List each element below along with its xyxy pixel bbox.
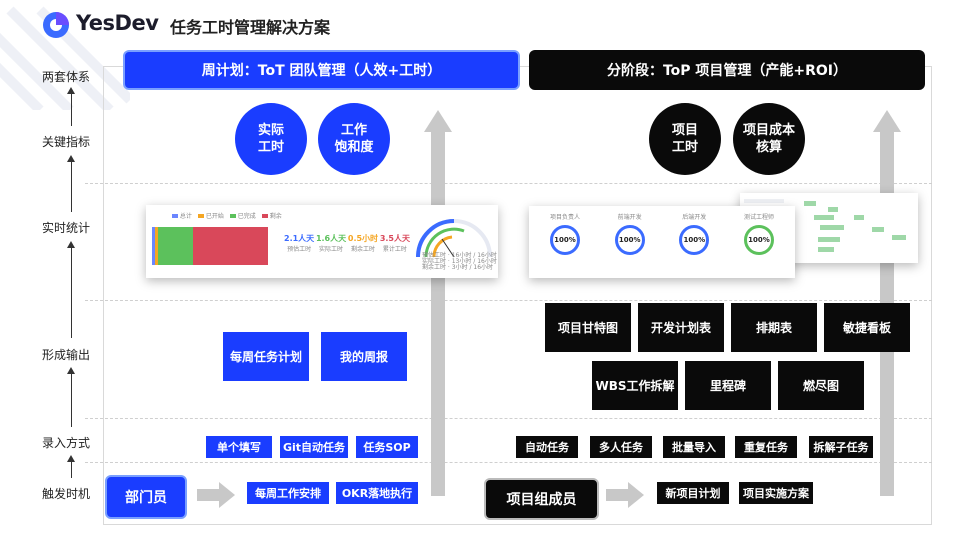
member-progress-item: 项目负责人 100% bbox=[535, 212, 595, 274]
entry-sop: 任务SOP bbox=[356, 436, 418, 458]
output-burndown: 燃尽图 bbox=[778, 361, 864, 410]
stat-total: 3.5人天 累计工时 bbox=[379, 234, 410, 253]
trigger-weekly-work: 每周工作安排 bbox=[247, 482, 329, 504]
member-progress-card: 项目负责人 100% 前端开发 100% 后端开发 100% 测试工程师 100% bbox=[529, 206, 795, 278]
up-arrow-icon bbox=[424, 110, 452, 132]
progress-ring: 100% bbox=[679, 225, 710, 255]
entry-multi-task: 多人任务 bbox=[590, 436, 652, 458]
stats-values: 2.1人天 预估工时 1.6人天 实际工时 0.5小时 剩余工时 3.5人天 累… bbox=[284, 233, 410, 253]
right-arrow-icon bbox=[628, 482, 644, 508]
member-name: 测试工程师 bbox=[743, 214, 774, 221]
stacked-bar-segment-started bbox=[155, 227, 158, 265]
metric-saturation: 工作 饱和度 bbox=[318, 103, 390, 175]
output-wbs: WBS工作拆解 bbox=[592, 361, 678, 410]
stat-remaining: 0.5小时 剩余工时 bbox=[347, 234, 379, 253]
legend-done: 已完成 bbox=[229, 211, 256, 220]
axis-label-outputs: 形成输出 bbox=[42, 348, 91, 362]
member-progress-item: 后端开发 100% bbox=[664, 212, 724, 274]
output-weekly-report: 我的周报 bbox=[321, 332, 407, 381]
hours-stacked-bar bbox=[152, 227, 268, 265]
member-name: 前端开发 bbox=[617, 214, 642, 221]
up-arrow-shaft bbox=[431, 131, 445, 496]
metric-actual-hours: 实际 工时 bbox=[235, 103, 307, 175]
axis-label-trigger: 触发时机 bbox=[42, 487, 91, 501]
member-name: 后端开发 bbox=[682, 214, 707, 221]
logo-icon bbox=[43, 12, 69, 38]
row-divider bbox=[85, 418, 932, 419]
member-progress-list: 项目负责人 100% 前端开发 100% 后端开发 100% 测试工程师 100% bbox=[535, 212, 789, 274]
right-arrow-shaft bbox=[606, 489, 628, 501]
gauge-notes: 预估工时 · 16小时 / 16小时 实际工时 · 13小时 / 16小时 剩余… bbox=[422, 252, 497, 271]
up-arrow-icon bbox=[873, 110, 901, 132]
arrow-up-icon bbox=[67, 155, 75, 162]
gauge-chart bbox=[416, 219, 492, 258]
arrow-up-icon bbox=[67, 241, 75, 248]
axis-label-systems: 两套体系 bbox=[42, 70, 91, 84]
progress-ring: 100% bbox=[614, 225, 645, 255]
output-weekly-plan: 每周任务计划 bbox=[223, 332, 309, 381]
stacked-bar-segment-total bbox=[152, 227, 156, 265]
stacked-bar-segment-done bbox=[157, 227, 193, 265]
progress-ring: 100% bbox=[743, 225, 774, 255]
entry-single: 单个填写 bbox=[206, 436, 272, 458]
member-name: 项目负责人 bbox=[549, 214, 580, 221]
output-gantt: 项目甘特图 bbox=[545, 303, 631, 352]
trigger-new-project: 新项目计划 bbox=[657, 482, 729, 504]
axis-connector bbox=[71, 460, 72, 478]
output-milestone: 里程碑 bbox=[685, 361, 771, 410]
axis-connector bbox=[71, 92, 72, 126]
legend-started: 已开始 bbox=[197, 211, 224, 220]
metric-project-cost: 项目成本 核算 bbox=[733, 103, 805, 175]
row-divider bbox=[85, 462, 932, 463]
right-arrow-shaft bbox=[197, 489, 219, 501]
entry-git-auto: Git自动任务 bbox=[280, 436, 348, 458]
right-arrow-icon bbox=[219, 482, 235, 508]
arrow-up-icon bbox=[67, 87, 75, 94]
row-divider bbox=[85, 183, 932, 184]
output-dev-plan: 开发计划表 bbox=[638, 303, 724, 352]
entry-auto-task: 自动任务 bbox=[516, 436, 578, 458]
axis-label-entry: 录入方式 bbox=[42, 436, 91, 450]
stacked-bar-segment-remaining bbox=[192, 227, 268, 265]
member-progress-item: 前端开发 100% bbox=[600, 212, 660, 274]
trigger-implementation: 项目实施方案 bbox=[739, 482, 813, 504]
output-agile-board: 敏捷看板 bbox=[824, 303, 910, 352]
axis-connector bbox=[71, 160, 72, 212]
page-title: 任务工时管理解决方案 bbox=[170, 18, 331, 37]
axis-connector bbox=[71, 246, 72, 338]
legend-total: 总计 bbox=[172, 211, 192, 220]
role-project-member: 项目组成员 bbox=[484, 478, 599, 520]
axis-connector bbox=[71, 372, 72, 427]
arrow-up-icon bbox=[67, 455, 75, 462]
entry-subtask: 拆解子任务 bbox=[809, 436, 873, 458]
member-progress-item: 测试工程师 100% bbox=[729, 212, 789, 274]
entry-repeat-task: 重复任务 bbox=[735, 436, 797, 458]
metric-project-hours: 项目 工时 bbox=[649, 103, 721, 175]
team-stats-card: 总计 已开始 已完成 剩余 2.1人天 预估工时 1.6人天 实际工时 0.5小… bbox=[146, 205, 498, 278]
output-schedule: 排期表 bbox=[731, 303, 817, 352]
row-divider bbox=[85, 300, 932, 301]
progress-ring: 100% bbox=[550, 225, 580, 255]
stats-legend: 总计 已开始 已完成 剩余 bbox=[172, 211, 282, 220]
legend-remaining: 剩余 bbox=[261, 211, 282, 220]
stat-actual: 1.6人天 实际工时 bbox=[315, 234, 347, 253]
trigger-okr: OKR落地执行 bbox=[336, 482, 418, 504]
tot-banner: 周计划：ToT 团队管理（人效+工时） bbox=[123, 50, 520, 90]
entry-batch-import: 批量导入 bbox=[663, 436, 725, 458]
role-department-member: 部门员 bbox=[105, 475, 187, 519]
arrow-up-icon bbox=[67, 367, 75, 374]
logo-text: YesDev bbox=[76, 11, 159, 35]
axis-label-stats: 实时统计 bbox=[42, 221, 91, 235]
top-banner: 分阶段：ToP 项目管理（产能+ROI） bbox=[529, 50, 925, 90]
stat-estimated: 2.1人天 预估工时 bbox=[284, 234, 315, 253]
axis-label-metrics: 关键指标 bbox=[42, 135, 91, 149]
